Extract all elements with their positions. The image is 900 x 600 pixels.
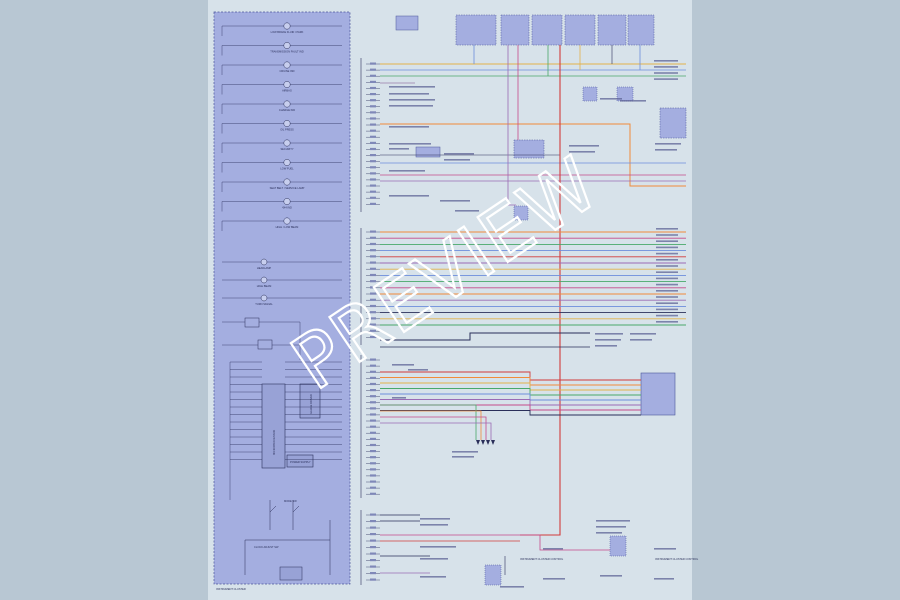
gauge-label: LOW BRAKE FLUID / PARK bbox=[271, 30, 304, 34]
cluster-footer-label: INSTRUMENT CLUSTER bbox=[216, 587, 246, 591]
gauge-driver-block bbox=[299, 383, 321, 419]
gauge-label: OIL PRESS bbox=[280, 128, 294, 132]
gauge-label: TRANSMISSION FAULT IND bbox=[270, 50, 304, 54]
gauge-label: SECURITY bbox=[280, 147, 293, 151]
gauge-label: 4X4 IND bbox=[282, 206, 292, 210]
lamp-3: TURN SIGNAL bbox=[222, 294, 342, 306]
lamp-label: HEADLAMP bbox=[257, 266, 272, 270]
footer-note-2: INSTRUMENT CLUSTER CONTROL bbox=[655, 557, 699, 561]
cluster-switches bbox=[244, 500, 331, 581]
footer-note-1: INSTRUMENT CLUSTER CONTROL bbox=[520, 557, 564, 561]
gauge-label: LOW FUEL bbox=[280, 167, 294, 171]
label-bars bbox=[389, 60, 681, 588]
cluster-gauges: LOW BRAKE FLUID / PARK TRANSMISSION FAULT… bbox=[221, 22, 342, 231]
ground-arrows bbox=[476, 440, 495, 445]
power-supply-label: POWER SUPPLY bbox=[290, 460, 311, 464]
gauge-label: SEAT BELT / SERVICE LAMP bbox=[270, 186, 305, 190]
power-supply-block bbox=[286, 454, 314, 468]
top-connector-blocks bbox=[395, 14, 655, 46]
lamp-2: HIGH BEAM bbox=[222, 276, 342, 288]
gauge-9: SEAT BELT / SERVICE LAMP bbox=[221, 178, 342, 192]
gauge-10: 4X4 IND bbox=[221, 198, 342, 212]
wire-runs bbox=[380, 45, 686, 575]
lamp-label: HIGH BEAM bbox=[257, 284, 272, 288]
internal-bus bbox=[229, 361, 342, 500]
gauge-7: SECURITY bbox=[221, 139, 342, 153]
microprocessor-block bbox=[261, 383, 286, 469]
relay-block-2 bbox=[257, 339, 273, 350]
gauge-label: AIRBAG bbox=[282, 89, 292, 93]
cluster-lower-lamps: HEADLAMP HIGH BEAM TURN SIGNAL bbox=[222, 258, 342, 306]
gauge-label: CHARGE IND bbox=[279, 108, 295, 112]
gauge-label: CRUISE IND bbox=[280, 69, 295, 73]
gauge-8: LOW FUEL bbox=[221, 159, 342, 173]
relay-block-1 bbox=[244, 317, 260, 328]
gauge-6: OIL PRESS bbox=[221, 120, 342, 134]
lamp-1: HEADLAMP bbox=[222, 258, 342, 270]
connector-pins bbox=[366, 62, 380, 581]
gauge-5: CHARGE IND bbox=[221, 100, 342, 114]
mode-switch-label: MODE SW bbox=[284, 499, 297, 503]
gauge-driver-label: GAUGE DRIVER bbox=[309, 394, 313, 414]
clock-adjust-switch-label: CLOCK ADJUST SW bbox=[254, 545, 279, 549]
gauge-1: LOW BRAKE FLUID / PARK bbox=[221, 22, 342, 36]
gauge-3: CRUISE IND bbox=[221, 61, 342, 75]
gauge-2: TRANSMISSION FAULT IND bbox=[221, 42, 342, 56]
gauge-label: HIGH / LOW BEAM bbox=[276, 225, 299, 229]
microprocessor-label: MICROPROCESSOR bbox=[272, 430, 276, 455]
gauge-11: HIGH / LOW BEAM bbox=[221, 217, 342, 231]
lamp-label: TURN SIGNAL bbox=[255, 302, 273, 306]
mid-modules bbox=[415, 86, 687, 586]
gauge-4: AIRBAG bbox=[221, 81, 342, 95]
